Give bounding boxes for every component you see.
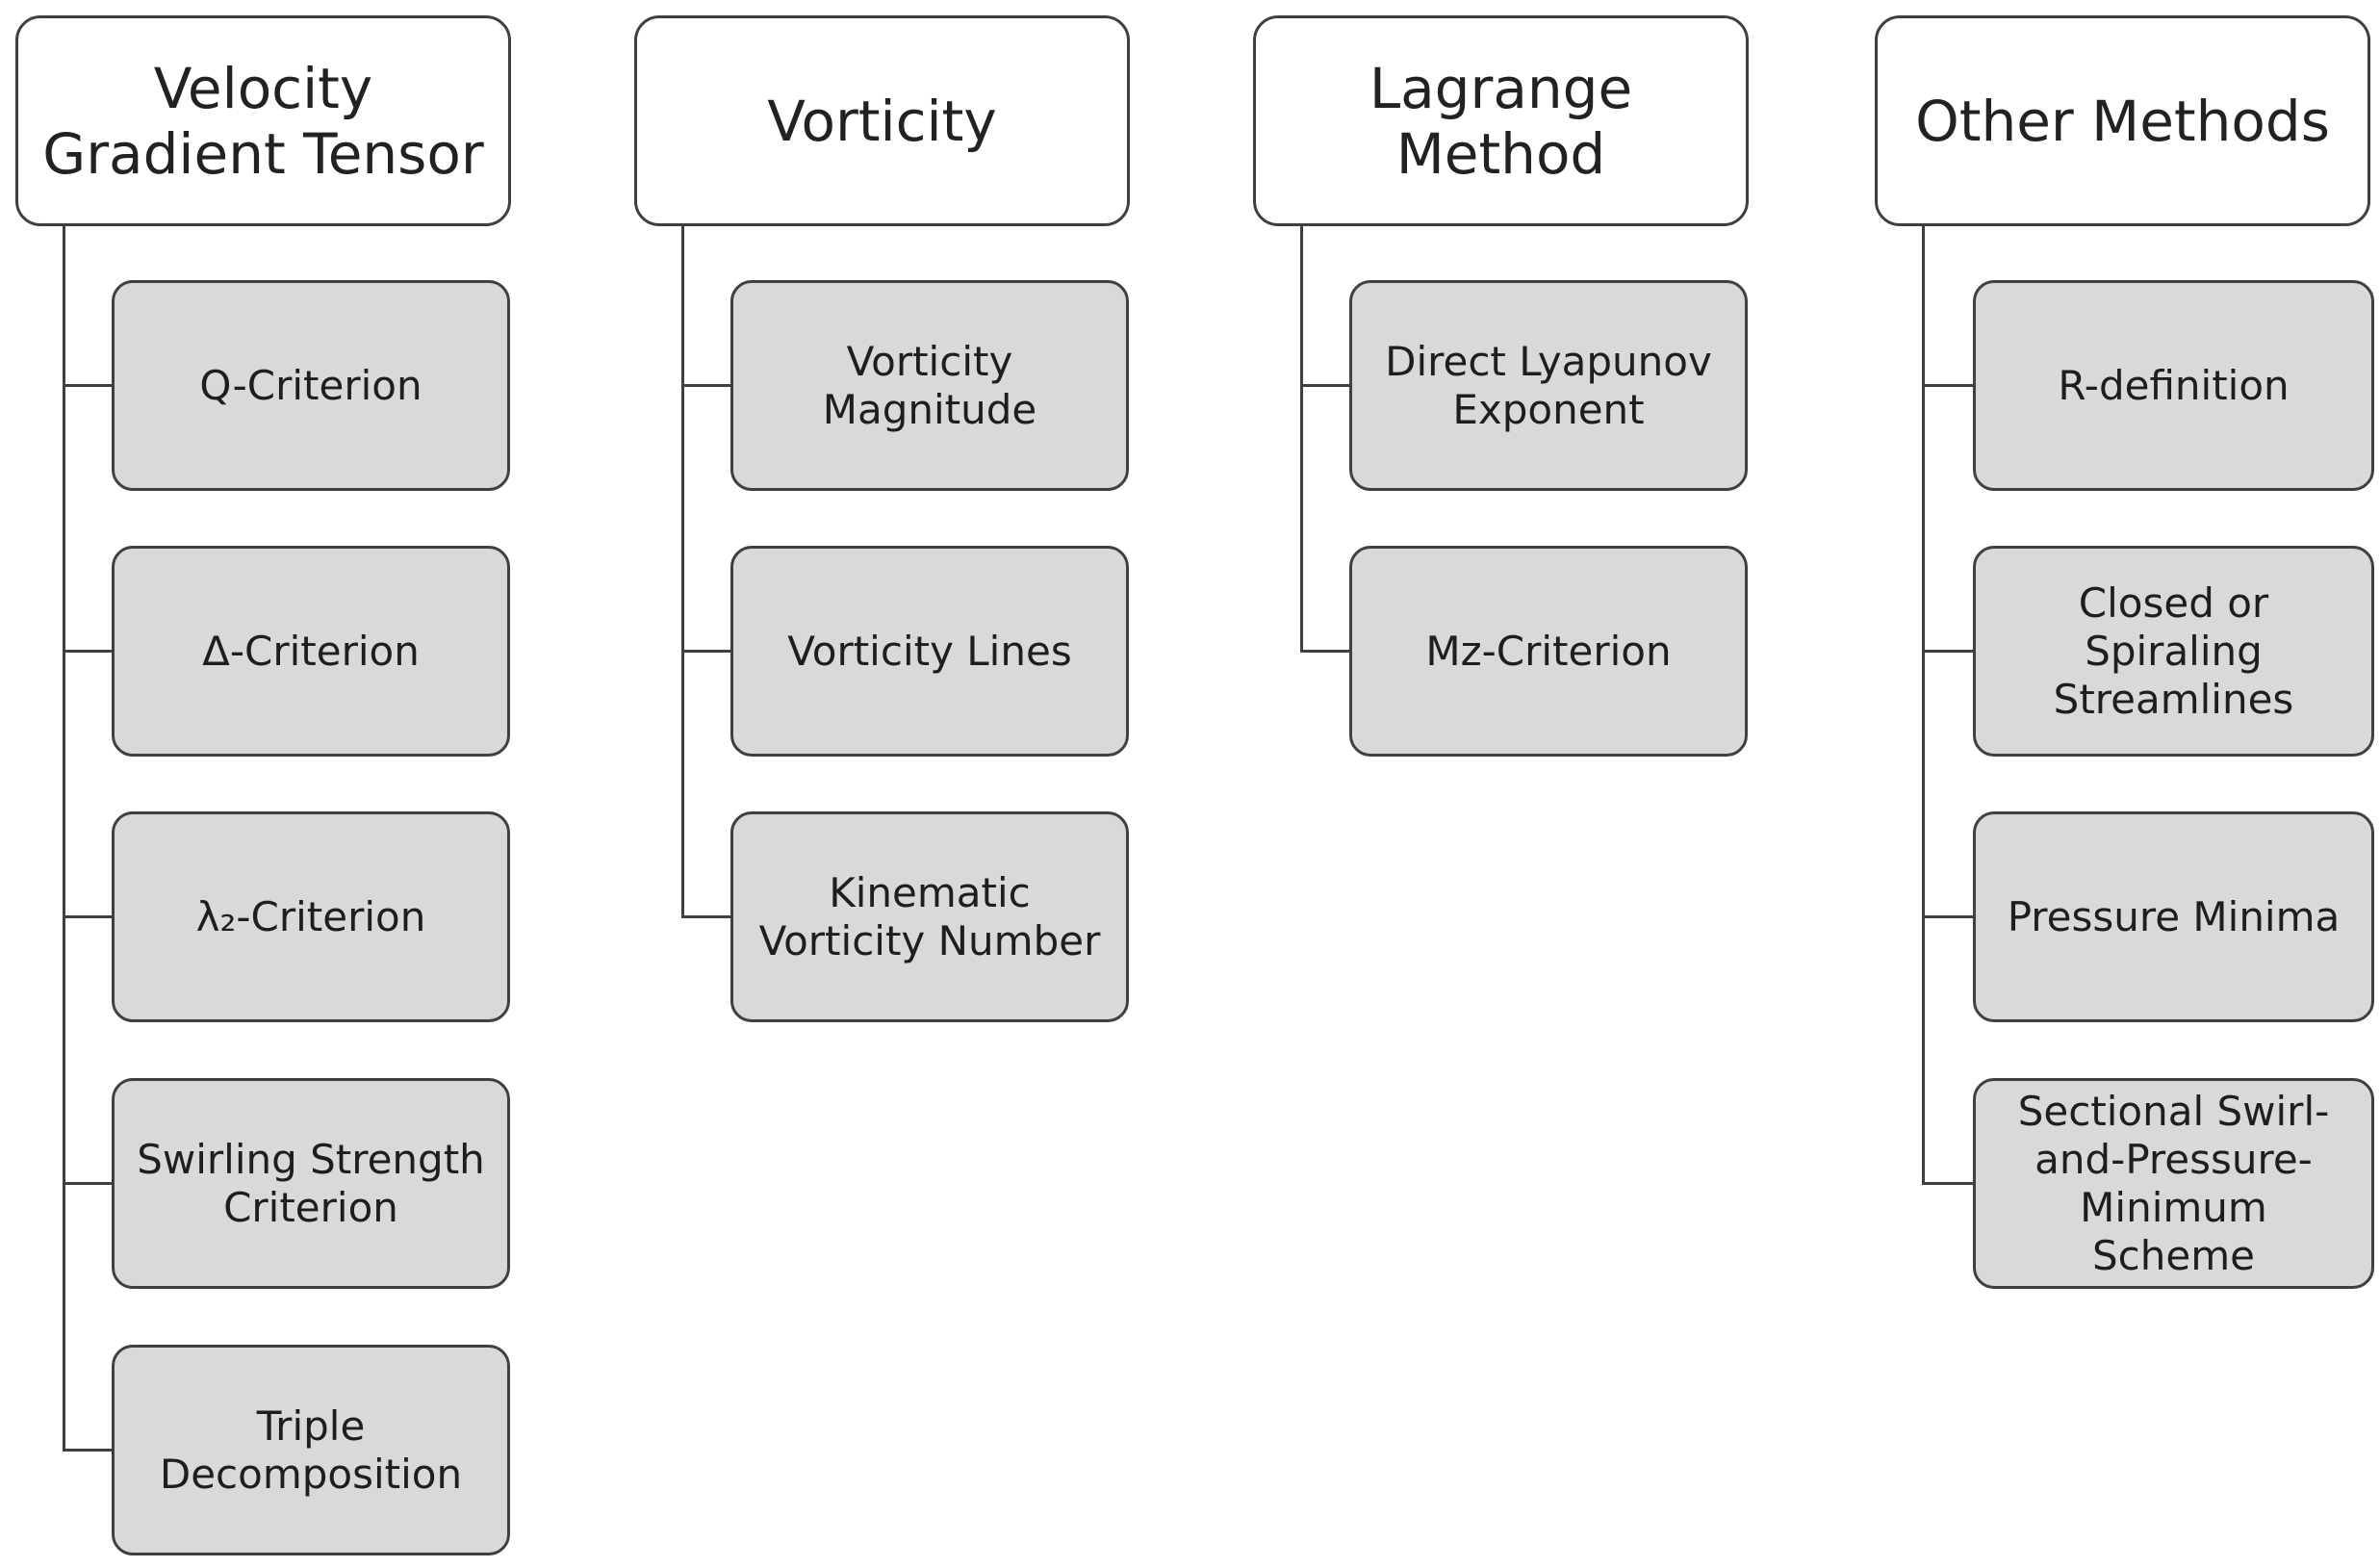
- column-other-methods: Other Methods R-definition Closed or Spi…: [1859, 0, 2379, 1568]
- tree-branch-line: [1922, 384, 1976, 387]
- method-box: Mz-Criterion: [1349, 546, 1748, 757]
- method-box: Vorticity Magnitude: [730, 280, 1129, 491]
- method-label: Mz-Criterion: [1425, 627, 1672, 675]
- method-box: R-definition: [1973, 280, 2374, 491]
- tree-spine-line: [1300, 226, 1303, 653]
- category-title: Lagrange Method: [1369, 55, 1633, 187]
- category-title: Velocity Gradient Tensor: [42, 55, 484, 187]
- method-label: Swirling Strength Criterion: [137, 1135, 485, 1231]
- tree-branch-line: [63, 915, 114, 918]
- method-box: Kinematic Vorticity Number: [730, 811, 1129, 1022]
- method-label: λ₂-Criterion: [195, 892, 426, 940]
- category-header-box: Vorticity: [634, 15, 1130, 226]
- method-label: Pressure Minima: [2007, 892, 2341, 940]
- method-box: Q-Criterion: [112, 280, 510, 491]
- tree-branch-line: [63, 1449, 114, 1452]
- tree-branch-line: [1300, 384, 1351, 387]
- tree-branch-line: [63, 650, 114, 653]
- category-title: Other Methods: [1915, 88, 2330, 154]
- method-box: Triple Decomposition: [112, 1345, 510, 1555]
- method-label: Vorticity Magnitude: [822, 337, 1037, 433]
- method-box: Sectional Swirl- and-Pressure- Minimum S…: [1973, 1078, 2374, 1289]
- column-velocity-gradient-tensor: Velocity Gradient Tensor Q-Criterion Δ-C…: [0, 0, 520, 1568]
- method-label: Kinematic Vorticity Number: [758, 868, 1101, 964]
- method-label: Δ-Criterion: [202, 627, 420, 675]
- method-box: Swirling Strength Criterion: [112, 1078, 510, 1289]
- method-box: Pressure Minima: [1973, 811, 2374, 1022]
- tree-branch-line: [1922, 650, 1976, 653]
- method-label: Closed or Spiraling Streamlines: [2053, 578, 2294, 723]
- tree-spine-line: [63, 226, 65, 1451]
- tree-branch-line: [1922, 915, 1976, 918]
- tree-branch-line: [1300, 650, 1351, 653]
- tree-spine-line: [681, 226, 684, 918]
- column-lagrange-method: Lagrange Method Direct Lyapunov Exponent…: [1238, 0, 1757, 1568]
- method-box: Closed or Spiraling Streamlines: [1973, 546, 2374, 757]
- tree-branch-line: [63, 384, 114, 387]
- category-header-box: Velocity Gradient Tensor: [15, 15, 511, 226]
- method-label: Vorticity Lines: [787, 627, 1072, 675]
- tree-branch-line: [681, 915, 732, 918]
- method-box: Vorticity Lines: [730, 546, 1129, 757]
- tree-branch-line: [681, 650, 732, 653]
- method-box: λ₂-Criterion: [112, 811, 510, 1022]
- tree-branch-line: [63, 1182, 114, 1185]
- method-label: R-definition: [2058, 361, 2290, 409]
- method-label: Direct Lyapunov Exponent: [1385, 337, 1712, 433]
- category-title: Vorticity: [767, 88, 997, 154]
- tree-branch-line: [681, 384, 732, 387]
- method-label: Q-Criterion: [199, 361, 422, 409]
- method-box: Direct Lyapunov Exponent: [1349, 280, 1748, 491]
- method-label: Triple Decomposition: [159, 1401, 463, 1498]
- column-vorticity: Vorticity Vorticity Magnitude Vorticity …: [619, 0, 1139, 1568]
- category-header-box: Other Methods: [1875, 15, 2370, 226]
- method-box: Δ-Criterion: [112, 546, 510, 757]
- tree-branch-line: [1922, 1182, 1976, 1185]
- tree-spine-line: [1922, 226, 1925, 1185]
- method-label: Sectional Swirl- and-Pressure- Minimum S…: [2017, 1087, 2330, 1279]
- category-header-box: Lagrange Method: [1253, 15, 1749, 226]
